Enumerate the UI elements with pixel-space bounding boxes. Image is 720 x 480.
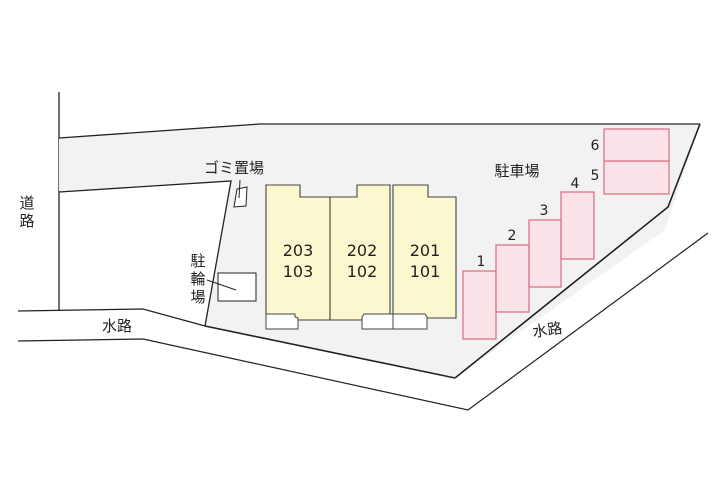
waterway-label-bottom: 水路	[102, 317, 132, 335]
parking-space-1	[462, 270, 497, 340]
waterway-label-right: 水路	[531, 319, 563, 341]
lot-top-boundary	[58, 123, 700, 139]
parking-number-3: 3	[540, 203, 549, 219]
bicycle-leader-line	[206, 279, 237, 291]
unit-number-203: 203	[283, 241, 314, 260]
unit-number-201: 201	[410, 241, 441, 260]
waterway-bottom-line	[17, 232, 709, 411]
bicycle-label-char-1: 駐	[190, 252, 205, 270]
parking-space-3	[528, 219, 562, 288]
parking-space-2	[495, 244, 530, 313]
balcony-102-101	[361, 313, 428, 330]
parking-number-4: 4	[571, 176, 580, 192]
balcony-103	[265, 313, 299, 330]
parking-number-1: 1	[477, 254, 486, 270]
parking-space-4	[560, 191, 595, 260]
garbage-area-box	[233, 186, 248, 208]
bicycle-label-char-3: 場	[190, 288, 205, 306]
building	[265, 184, 457, 330]
garbage-leader-line	[238, 179, 241, 199]
parking-number-2: 2	[508, 228, 517, 244]
lot-bottom-boundary	[204, 325, 456, 379]
parking-spaces	[462, 128, 670, 340]
unit-number-101: 101	[410, 262, 441, 281]
parking-space-5	[603, 160, 670, 195]
bicycle-parking-box	[217, 272, 257, 302]
car-parking-label: 駐車場	[494, 162, 539, 180]
road-label-char-1: 道	[19, 194, 34, 212]
neighbor-boundary	[58, 180, 232, 327]
lot-right-boundary	[454, 123, 701, 379]
parking-space-6	[603, 128, 670, 162]
road-label-char-2: 路	[19, 212, 34, 230]
unit-number-103: 103	[283, 262, 314, 281]
waterway-bottom-top-line	[17, 308, 206, 327]
garbage-area-label: ゴミ置場	[204, 159, 264, 177]
bicycle-label-char-2: 輪	[190, 270, 205, 288]
parking-number-5: 5	[591, 168, 600, 184]
unit-number-202: 202	[347, 241, 378, 260]
unit-number-102: 102	[347, 262, 378, 281]
parking-number-6: 6	[591, 138, 600, 154]
unit-202-102	[329, 184, 391, 321]
